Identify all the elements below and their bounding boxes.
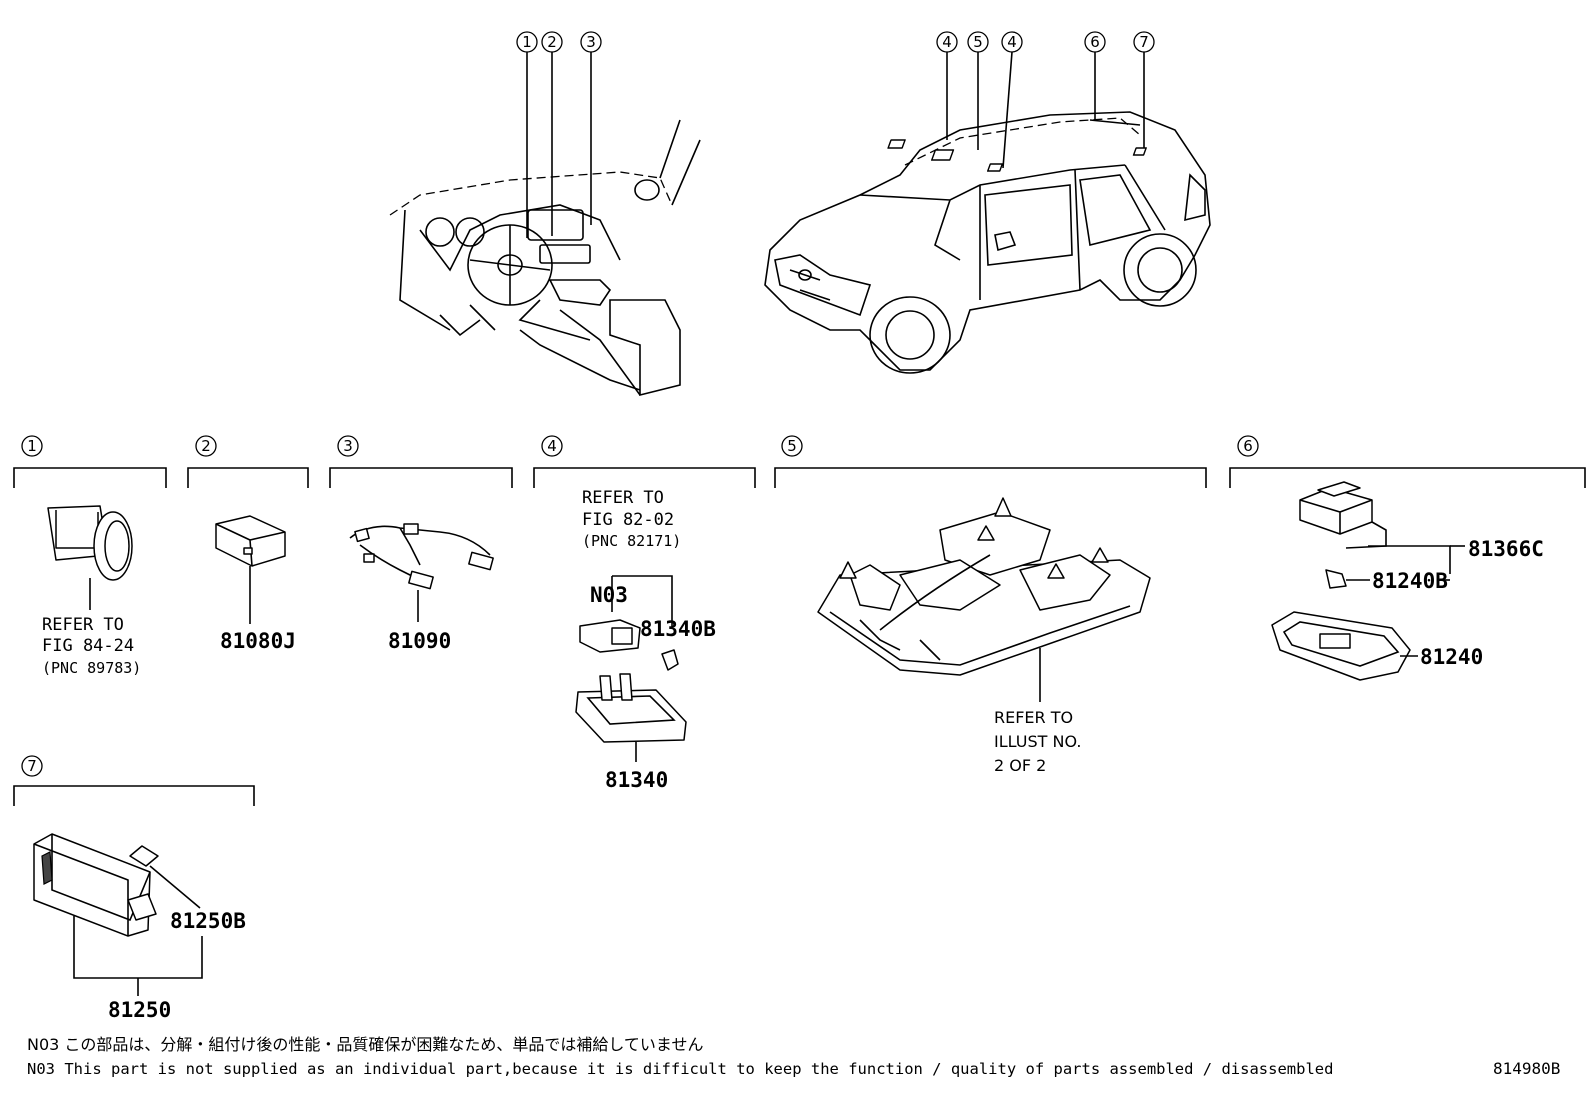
footer-notes: N03 この部品は、分解・組付け後の性能・品質確保が困難なため、単品では補給して… <box>27 1035 1560 1078</box>
section-4: 4 REFER TO FIG 82-02 (PNC 82171) N03 813… <box>533 435 756 792</box>
part-number-81250: 81250 <box>108 998 171 1022</box>
svg-text:4: 4 <box>942 33 952 51</box>
callout-3-top[interactable]: 3 <box>580 31 602 225</box>
section-6: 6 81366C 81240B 81240 <box>1229 435 1586 681</box>
section-6-bracket <box>1229 467 1586 488</box>
section-1: 1 REFER TO FIG 84-24 (PNC 89783) <box>13 435 167 677</box>
note-code-N03: N03 <box>590 583 628 607</box>
top-callouts: 1 2 3 4 5 4 6 <box>516 31 1155 238</box>
svg-text:6: 6 <box>1090 33 1100 51</box>
push-start-switch-art[interactable] <box>47 505 133 610</box>
section-5-refer-line3: 2 OF 2 <box>994 756 1046 775</box>
svg-text:1: 1 <box>522 33 532 51</box>
section-1-number: 1 <box>27 437 37 455</box>
note-N03-japanese: N03 この部品は、分解・組付け後の性能・品質確保が困難なため、単品では補給して… <box>27 1035 703 1054</box>
section-4-refer-line2: FIG 82-02 <box>582 510 674 530</box>
callout-4-top-b[interactable]: 4 <box>1001 31 1023 169</box>
wire-harness-art[interactable] <box>349 523 494 622</box>
section-6-number: 6 <box>1243 437 1253 455</box>
svg-text:2: 2 <box>547 33 557 51</box>
section-4-refer-line3: (PNC 82171) <box>582 532 681 550</box>
section-5: 5 REFER TO ILLUST NO. 2 OF 2 <box>774 435 1207 775</box>
vehicle-illustration <box>764 111 1211 374</box>
part-81240B-art[interactable] <box>1325 569 1370 589</box>
svg-text:5: 5 <box>973 33 983 51</box>
section-4-refer-line1: REFER TO <box>582 488 664 508</box>
dashboard-illustration <box>389 119 701 397</box>
part-number-81250B: 81250B <box>170 909 246 933</box>
callout-5-top[interactable]: 5 <box>967 31 989 150</box>
section-7-bracket <box>13 785 255 806</box>
callout-6-top[interactable]: 6 <box>1084 31 1106 120</box>
section-7-number: 7 <box>27 757 37 775</box>
part-number-81240: 81240 <box>1420 645 1483 669</box>
section-1-refer-line1: REFER TO <box>42 615 124 635</box>
section-4-bracket <box>533 467 756 488</box>
section-3: 3 81090 <box>329 435 513 653</box>
part-number-81090: 81090 <box>388 629 451 653</box>
note-N03-english: N03 This part is not supplied as an indi… <box>27 1060 1333 1078</box>
svg-text:3: 3 <box>586 33 596 51</box>
part-number-81340: 81340 <box>605 768 668 792</box>
section-1-bracket <box>13 467 167 488</box>
section-5-bracket <box>774 467 1207 488</box>
svg-text:4: 4 <box>1007 33 1017 51</box>
part-number-81340B: 81340B <box>640 617 716 641</box>
part-81250-art[interactable] <box>33 833 159 937</box>
svg-text:7: 7 <box>1139 33 1149 51</box>
part-number-81366C: 81366C <box>1468 537 1544 561</box>
section-2: 2 81080J <box>187 435 309 653</box>
section-5-number: 5 <box>787 437 797 455</box>
callout-1-top[interactable]: 1 <box>516 31 538 238</box>
part-81366C-art[interactable] <box>1299 481 1387 549</box>
part-81340B-art[interactable] <box>579 619 679 671</box>
section-2-number: 2 <box>201 437 211 455</box>
section-7: 7 81250B 81250 <box>13 755 255 1022</box>
callout-4-top-a[interactable]: 4 <box>936 31 958 140</box>
illustration-id: 814980B <box>1493 1059 1560 1078</box>
callout-7-top[interactable]: 7 <box>1133 31 1155 148</box>
part-81080J-art[interactable] <box>215 515 286 624</box>
part-81240-art[interactable] <box>1271 611 1418 681</box>
part-number-81080J: 81080J <box>220 629 296 653</box>
overhead-console-art[interactable] <box>817 497 1151 702</box>
section-2-bracket <box>187 467 309 488</box>
part-81340-art[interactable] <box>575 673 687 762</box>
section-1-refer-line3: (PNC 89783) <box>42 659 141 677</box>
section-4-number: 4 <box>547 437 557 455</box>
part-number-81240B: 81240B <box>1372 569 1448 593</box>
section-3-bracket <box>329 467 513 488</box>
section-3-number: 3 <box>343 437 353 455</box>
section-5-refer-line2: ILLUST NO. <box>994 732 1081 751</box>
section-1-refer-line2: FIG 84-24 <box>42 636 134 656</box>
callout-2-top[interactable]: 2 <box>541 31 563 236</box>
section-5-refer-line1: REFER TO <box>994 708 1073 727</box>
